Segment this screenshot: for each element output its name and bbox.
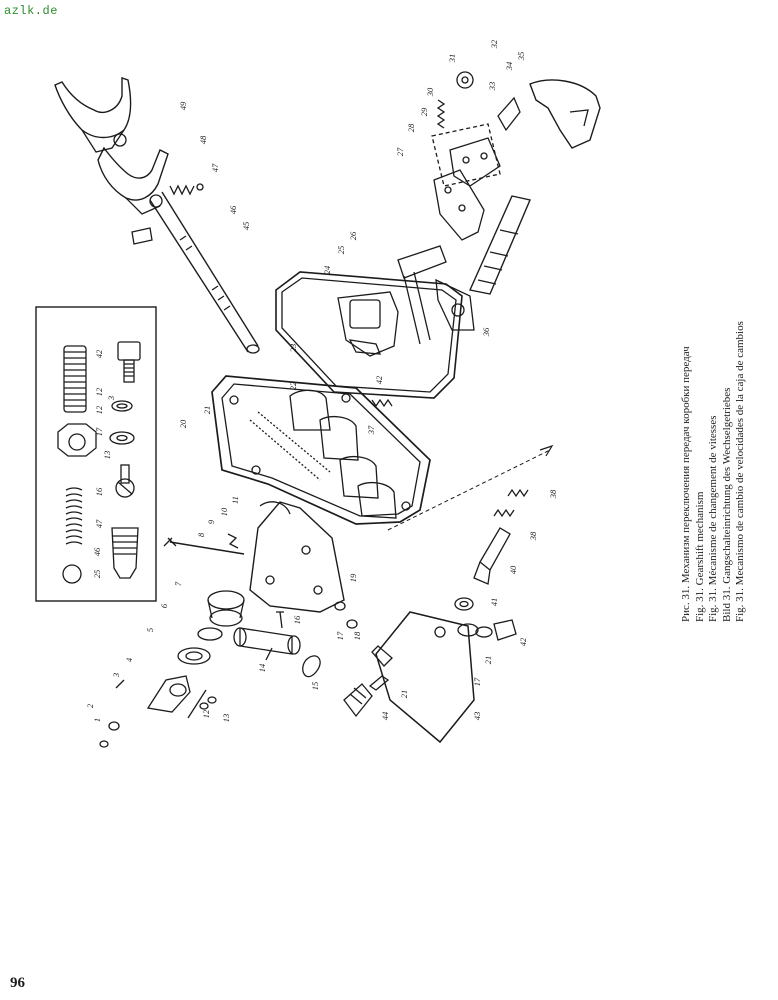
shift-rod-assembly — [54, 77, 260, 354]
callout-label: 17 — [94, 427, 104, 436]
callout-label: 25 — [92, 570, 102, 579]
spring-washer-icon — [111, 400, 133, 412]
callout-label: 38 — [528, 531, 538, 541]
callout-label: 32 — [489, 39, 499, 49]
selector-shaft — [397, 195, 531, 345]
shifter-housing — [211, 375, 431, 525]
tapered-plug-icon — [111, 527, 139, 579]
callout-label: 22 — [288, 381, 298, 390]
callout-label: 37 — [366, 425, 376, 435]
callout-label: 42 — [94, 349, 104, 358]
fastener-inset-box — [35, 306, 157, 602]
flat-washer-icon — [109, 431, 135, 445]
watermark: azlk.de — [4, 4, 58, 18]
callout-label: 46 — [228, 205, 238, 214]
figure-caption: Рис. 31. Механизм переключения передач к… — [680, 22, 748, 622]
callout-label: 12 — [94, 405, 104, 414]
callout-label: 18 — [352, 631, 362, 640]
callout-label: 36 — [481, 327, 491, 337]
callout-label: 21 — [202, 406, 212, 415]
callout-label: 23 — [288, 344, 298, 353]
gasket-and-cover — [275, 271, 463, 399]
callout-label: 25 — [336, 246, 346, 255]
callout-label: 48 — [198, 135, 208, 144]
callout-label: 5 — [145, 628, 155, 632]
bolt-icon — [117, 341, 141, 383]
callout-label: 6 — [159, 603, 169, 608]
callout-label: 42 — [374, 375, 384, 384]
callout-label: 31 — [447, 54, 457, 64]
callout-label: 26 — [348, 231, 358, 240]
callout-label: 17 — [472, 677, 482, 686]
caption-line-spanish: Fig. 31. Mecanismo de cambio de velocida… — [734, 321, 747, 622]
callout-label: 46 — [92, 547, 102, 556]
callout-label: 1 — [92, 718, 102, 722]
callout-label: 7 — [173, 581, 183, 586]
callout-label: 42 — [518, 637, 528, 646]
interlock-plates — [431, 71, 601, 241]
page-number: 96 — [10, 975, 25, 991]
callout-label: 43 — [472, 712, 482, 721]
callout-label: 47 — [210, 163, 220, 172]
caption-line-german: Bild 31. Gangschalteinrichtung des Wechs… — [720, 387, 733, 622]
callout-label: 34 — [504, 61, 514, 71]
callout-label: 13 — [221, 714, 231, 723]
callout-label: 17 — [335, 631, 345, 640]
callout-label: 20 — [178, 419, 188, 428]
callout-label: 27 — [395, 147, 405, 156]
callout-label: 13 — [102, 451, 112, 460]
callout-label: 29 — [419, 107, 429, 116]
callout-label: 41 — [489, 598, 499, 607]
callout-label: 38 — [548, 489, 558, 499]
callout-label: 14 — [257, 663, 267, 672]
callout-label: 49 — [178, 101, 188, 110]
caption-line-french: Fig. 31. Mécanisme de changement de vite… — [707, 415, 720, 622]
cover-plate-and-bolts — [343, 508, 517, 744]
callout-label: 33 — [487, 82, 497, 92]
callout-label: 28 — [406, 123, 416, 132]
callout-label: 12 — [94, 387, 104, 396]
caption-line-english: Fig. 31. Gearshift mechanism — [693, 491, 706, 622]
callout-label: 11 — [230, 496, 240, 504]
callout-label: 15 — [310, 682, 320, 691]
callout-label: 47 — [94, 519, 104, 528]
callout-label: 4 — [124, 657, 134, 662]
caption-line-russian: Рис. 31. Механизм переключения передач к… — [680, 346, 692, 622]
callout-label: 30 — [425, 87, 435, 97]
ball-icon — [62, 564, 82, 584]
coil-spring-icon — [65, 487, 83, 545]
bracket-and-linkage — [99, 501, 358, 748]
callout-label: 3 — [111, 673, 121, 678]
threaded-stud-icon — [63, 345, 87, 413]
callout-label: 16 — [292, 615, 302, 624]
callout-label: 9 — [206, 519, 216, 524]
callout-label: 3 — [106, 396, 116, 401]
callout-label: 8 — [196, 532, 206, 537]
callout-label: 21 — [399, 690, 409, 699]
callout-label: 16 — [94, 487, 104, 496]
callout-label: 35 — [516, 52, 526, 62]
callout-label: 12 — [201, 709, 211, 718]
callout-label: 19 — [348, 573, 358, 582]
screw-icon — [115, 464, 135, 498]
callout-label: 44 — [380, 711, 390, 720]
callout-label: 21 — [483, 656, 493, 665]
callout-label: 40 — [508, 565, 518, 574]
hex-nut-icon — [57, 423, 97, 457]
callout-label: 10 — [219, 507, 229, 516]
callout-label: 45 — [241, 222, 251, 231]
callout-label: 24 — [322, 265, 332, 274]
callout-label: 2 — [85, 703, 95, 708]
